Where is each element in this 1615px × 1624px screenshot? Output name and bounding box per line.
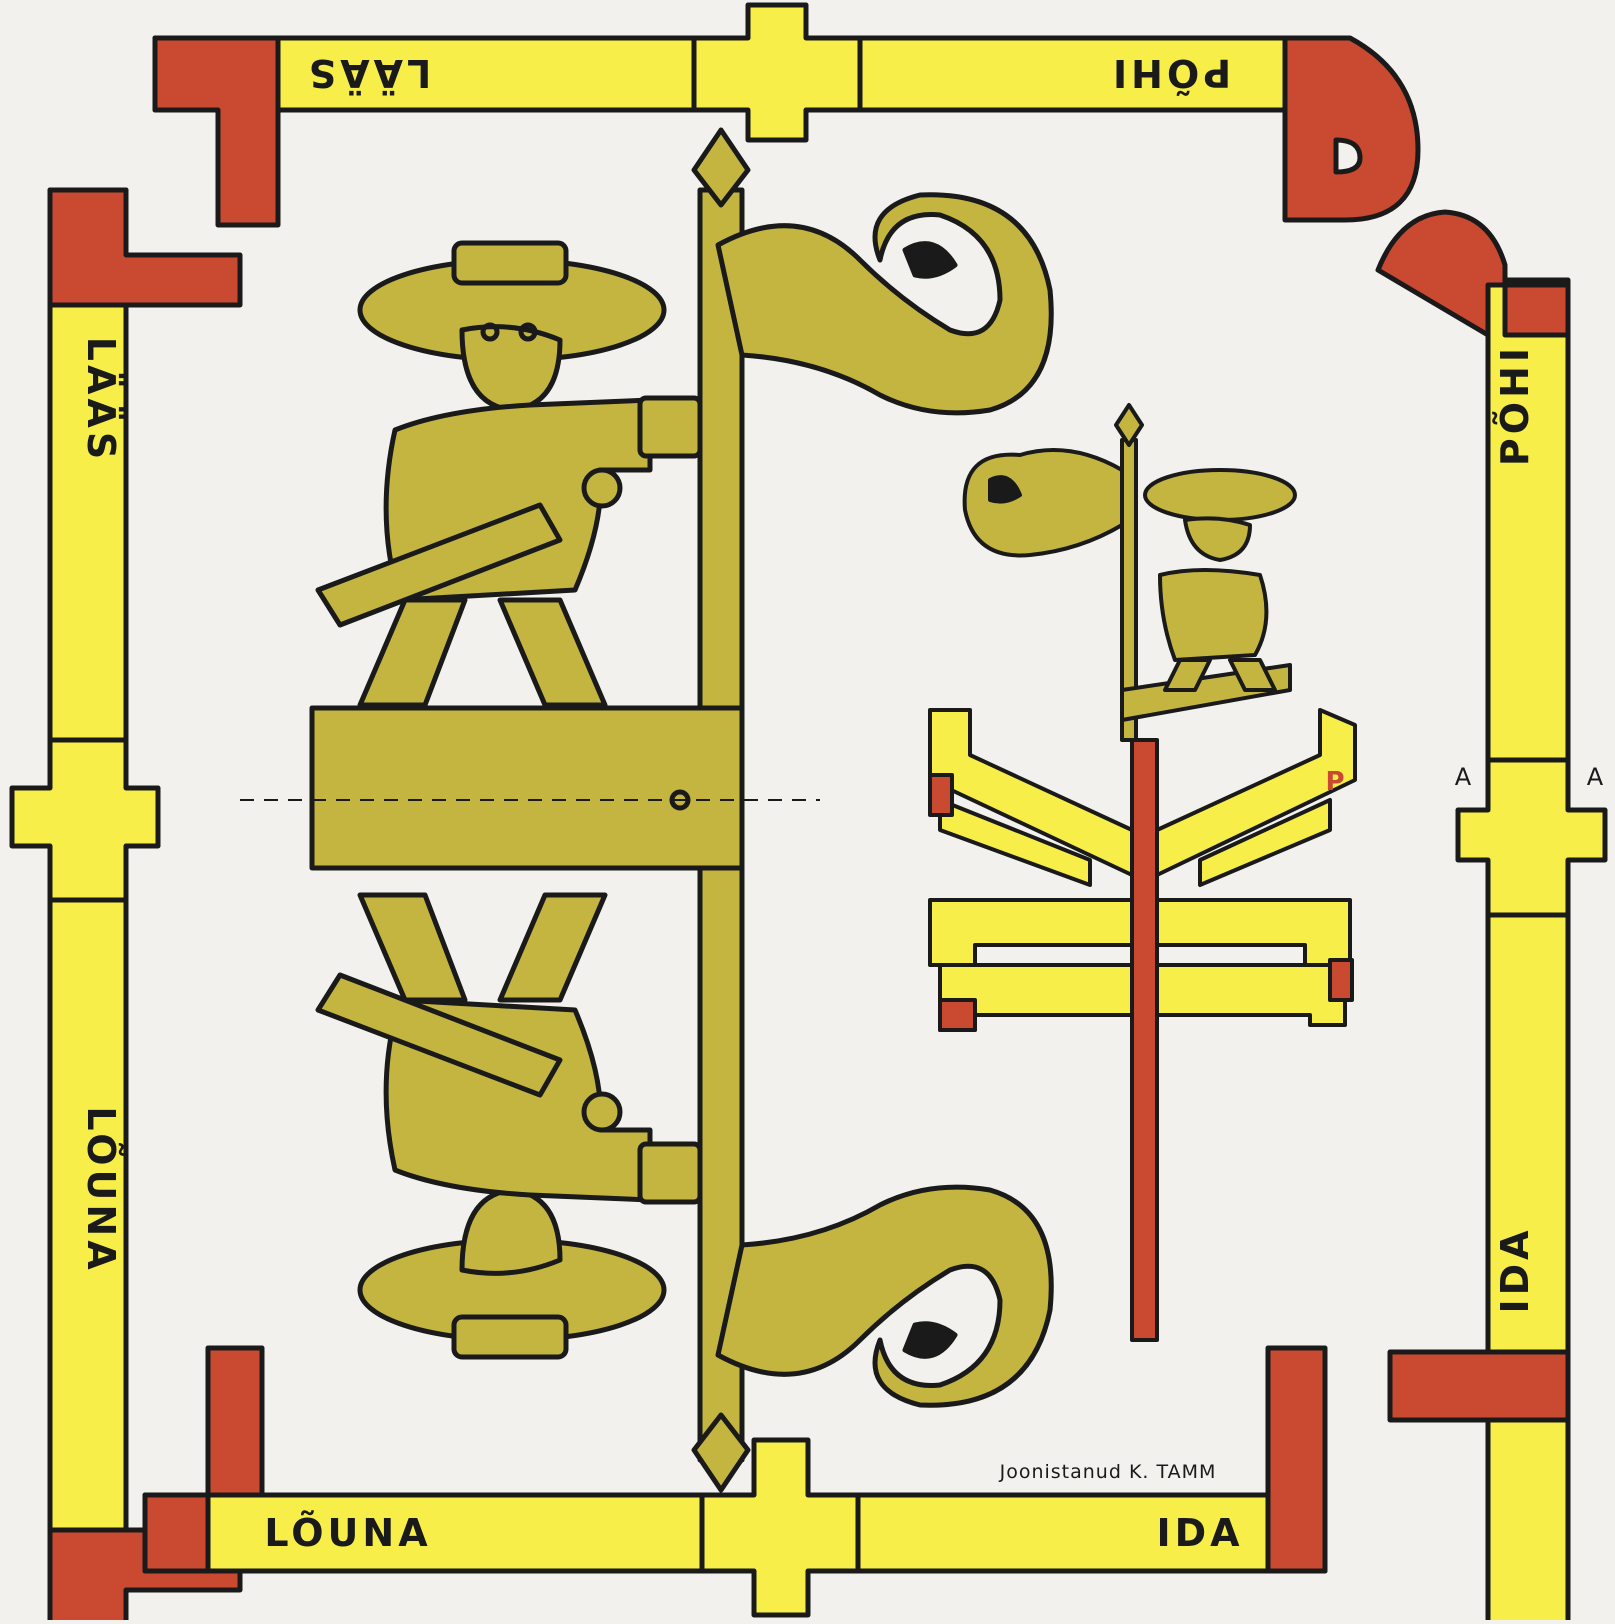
label-right-pohi: PÕHI <box>1493 344 1537 466</box>
label-bottom-louna: LÕUNA <box>264 1511 431 1555</box>
artist-credit: Joonistanud K. TAMM <box>999 1461 1217 1483</box>
small-p-letter: P <box>1325 767 1344 797</box>
label-right-ida: IDA <box>1493 1226 1537 1313</box>
label-left-louna: LÕUNA <box>79 1106 123 1273</box>
label-top-laas: LÄÄS <box>305 51 431 95</box>
label-bottom-ida: IDA <box>1156 1511 1243 1555</box>
label-left-laas: LÄÄS <box>79 337 123 463</box>
frame-top <box>155 5 1418 225</box>
fold-mark-a-left: A <box>1455 763 1472 791</box>
fold-mark-a-right: A <box>1587 763 1604 791</box>
label-top-pohi: PÕHI <box>1109 51 1231 95</box>
frame-right <box>1378 212 1605 1620</box>
